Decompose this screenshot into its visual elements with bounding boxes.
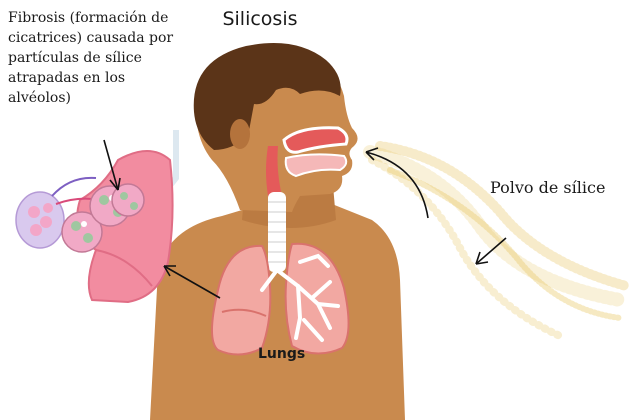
fibrosis-label: Fibrosis (formación de cicatrices) causa… xyxy=(8,8,183,108)
silica-dust-label: Polvo de sílice xyxy=(490,178,605,197)
lungs-label: Lungs xyxy=(258,346,305,362)
alveoli-healthy xyxy=(16,192,64,248)
inset-lung-illustration xyxy=(16,151,173,302)
ear xyxy=(230,119,250,149)
trachea xyxy=(268,192,286,272)
